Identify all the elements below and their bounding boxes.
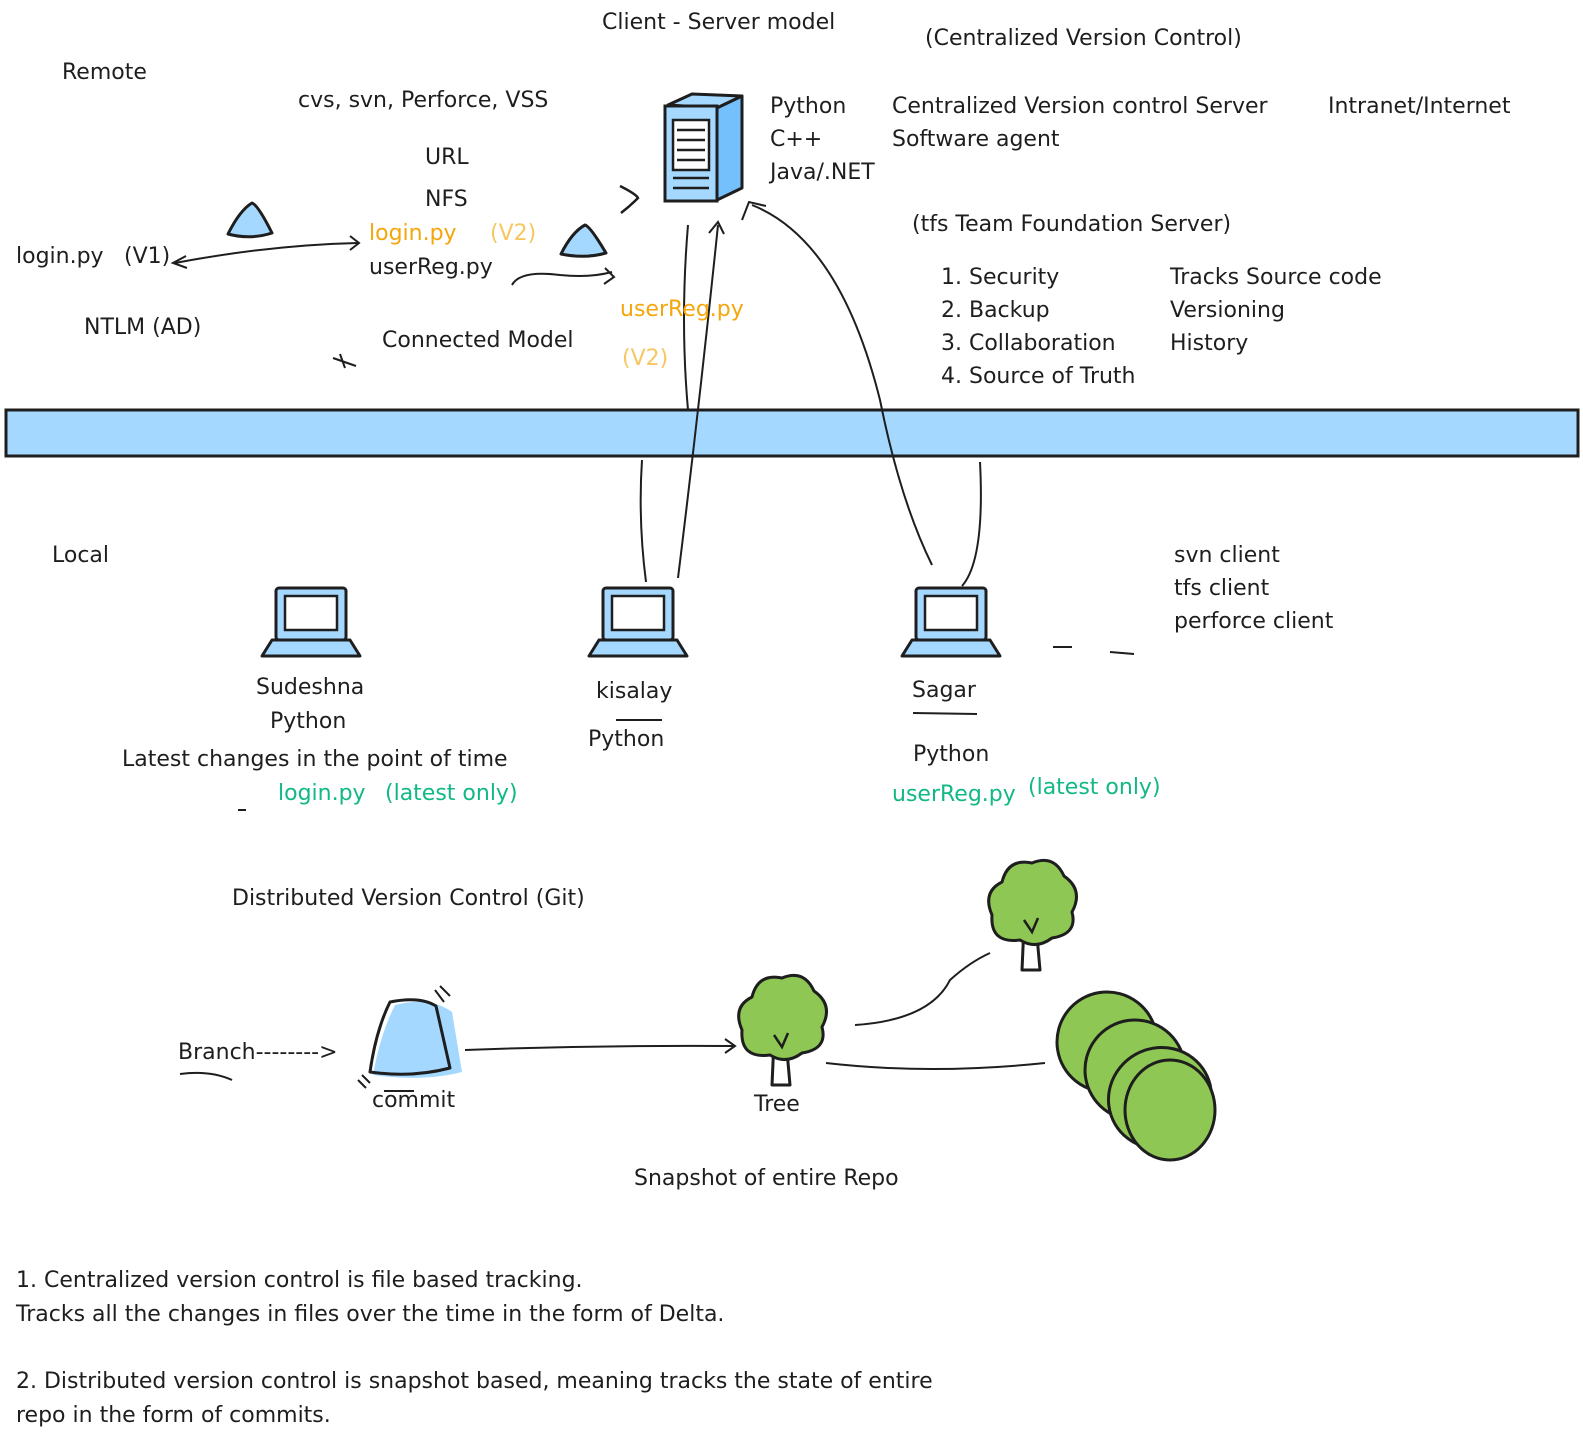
- arrow-head: [170, 255, 188, 269]
- login-v2-file: login.py: [369, 221, 457, 246]
- server-chevron: [619, 184, 640, 214]
- tree-icon: [737, 973, 828, 1087]
- underline-sagar: [912, 712, 978, 715]
- tfs-label: (tfs Team Foundation Server): [912, 212, 1232, 237]
- connection-line: [683, 224, 689, 411]
- user-lang-sagar: Python: [913, 742, 990, 767]
- network-bar: [4, 408, 1580, 458]
- client-item: perforce client: [1174, 609, 1334, 634]
- tools-list: cvs, svn, Perforce, VSS: [298, 88, 549, 113]
- nfs-label: NFS: [425, 187, 468, 212]
- url-label: URL: [425, 145, 469, 170]
- remote-label: Remote: [62, 60, 147, 85]
- language-python: Python: [770, 94, 847, 119]
- arrow-head: [349, 235, 361, 251]
- v1-label: (V1): [124, 244, 171, 269]
- laptop-icon: [260, 586, 362, 658]
- snapshot-label: Snapshot of entire Repo: [634, 1166, 899, 1191]
- network-label: Intranet/Internet: [1328, 94, 1511, 119]
- local-label: Local: [52, 543, 110, 568]
- dash-mark: [238, 646, 1135, 811]
- user-name-kisalay: kisalay: [596, 679, 673, 704]
- git-title: Distributed Version Control (Git): [232, 886, 585, 911]
- user-lang-sudeshna: Python: [270, 709, 347, 734]
- note-centralized: 1. Centralized version control is file b…: [16, 1268, 725, 1327]
- user-name-sudeshna: Sudeshna: [256, 675, 365, 700]
- note-distributed: 2. Distributed version control is snapsh…: [16, 1369, 933, 1428]
- tracks-item: History: [1170, 331, 1249, 356]
- tree-label: Tree: [754, 1092, 800, 1117]
- connection-line: [677, 224, 719, 579]
- client-item: tfs client: [1174, 576, 1270, 601]
- latest-only-a: (latest only): [385, 781, 518, 806]
- benefit-item: 1. Security: [941, 265, 1060, 290]
- cross-mark: [332, 353, 357, 369]
- v2-label-b: (V2): [622, 346, 669, 371]
- connection-line: [751, 204, 933, 566]
- arrow-head: [603, 267, 616, 285]
- connection-line: [961, 461, 982, 587]
- user-lang-kisalay: Python: [588, 727, 665, 752]
- latest-changes-label: Latest changes in the point of time: [122, 747, 508, 772]
- laptop-icon: [587, 586, 689, 658]
- language-cpp: C++: [770, 127, 823, 152]
- tracks-item: Tracks Source code: [1170, 265, 1382, 290]
- arrow-head: [724, 1038, 737, 1054]
- commit-label: commit: [372, 1088, 456, 1113]
- triangle-icon: [559, 223, 608, 258]
- laptop-icon: [900, 586, 1002, 658]
- arrow-commit-to-tree: [464, 1044, 734, 1051]
- connection-line: [639, 459, 647, 583]
- stacked-ovals-icon: [1055, 990, 1217, 1162]
- arrow-head: [741, 200, 767, 221]
- benefit-item: 2. Backup: [941, 298, 1050, 323]
- connected-model-label: Connected Model: [382, 328, 574, 353]
- branch-label: Branch-------->: [178, 1040, 338, 1065]
- userreg-file: userReg.py: [369, 255, 493, 280]
- arrow-head: [708, 220, 725, 235]
- v2-label-a: (V2): [490, 221, 537, 246]
- branch-line: [825, 1062, 1046, 1070]
- branch-line: [854, 952, 991, 1026]
- diagram-title: Client - Server model: [602, 10, 836, 35]
- login-v1-file: login.py: [16, 244, 104, 269]
- userreg-latest-file: userReg.py: [892, 782, 1016, 807]
- benefit-item: 4. Source of Truth: [941, 364, 1136, 389]
- user-name-sagar: Sagar: [912, 678, 976, 703]
- client-item: svn client: [1174, 543, 1280, 568]
- arrow-to-userreg-v2: [511, 271, 613, 286]
- server-desc-main: Centralized Version control Server: [892, 94, 1268, 119]
- arrow-to-login-v1: [174, 242, 359, 264]
- language-java-net: Java/.NET: [770, 160, 875, 185]
- server-icon: [663, 92, 744, 203]
- userreg-v2-file: userReg.py: [620, 297, 744, 322]
- latest-only-b: (latest only): [1028, 775, 1161, 800]
- underline-branch: [179, 1071, 233, 1081]
- ntlm-label: NTLM (AD): [84, 315, 202, 340]
- benefit-item: 3. Collaboration: [941, 331, 1116, 356]
- commit-icon: [357, 985, 462, 1089]
- login-latest-file: login.py: [278, 781, 366, 806]
- server-desc-agent: Software agent: [892, 127, 1060, 152]
- triangle-icon: [226, 201, 274, 239]
- tracks-item: Versioning: [1170, 298, 1285, 323]
- diagram-subtitle: (Centralized Version Control): [925, 26, 1242, 51]
- tree-icon: [987, 858, 1078, 972]
